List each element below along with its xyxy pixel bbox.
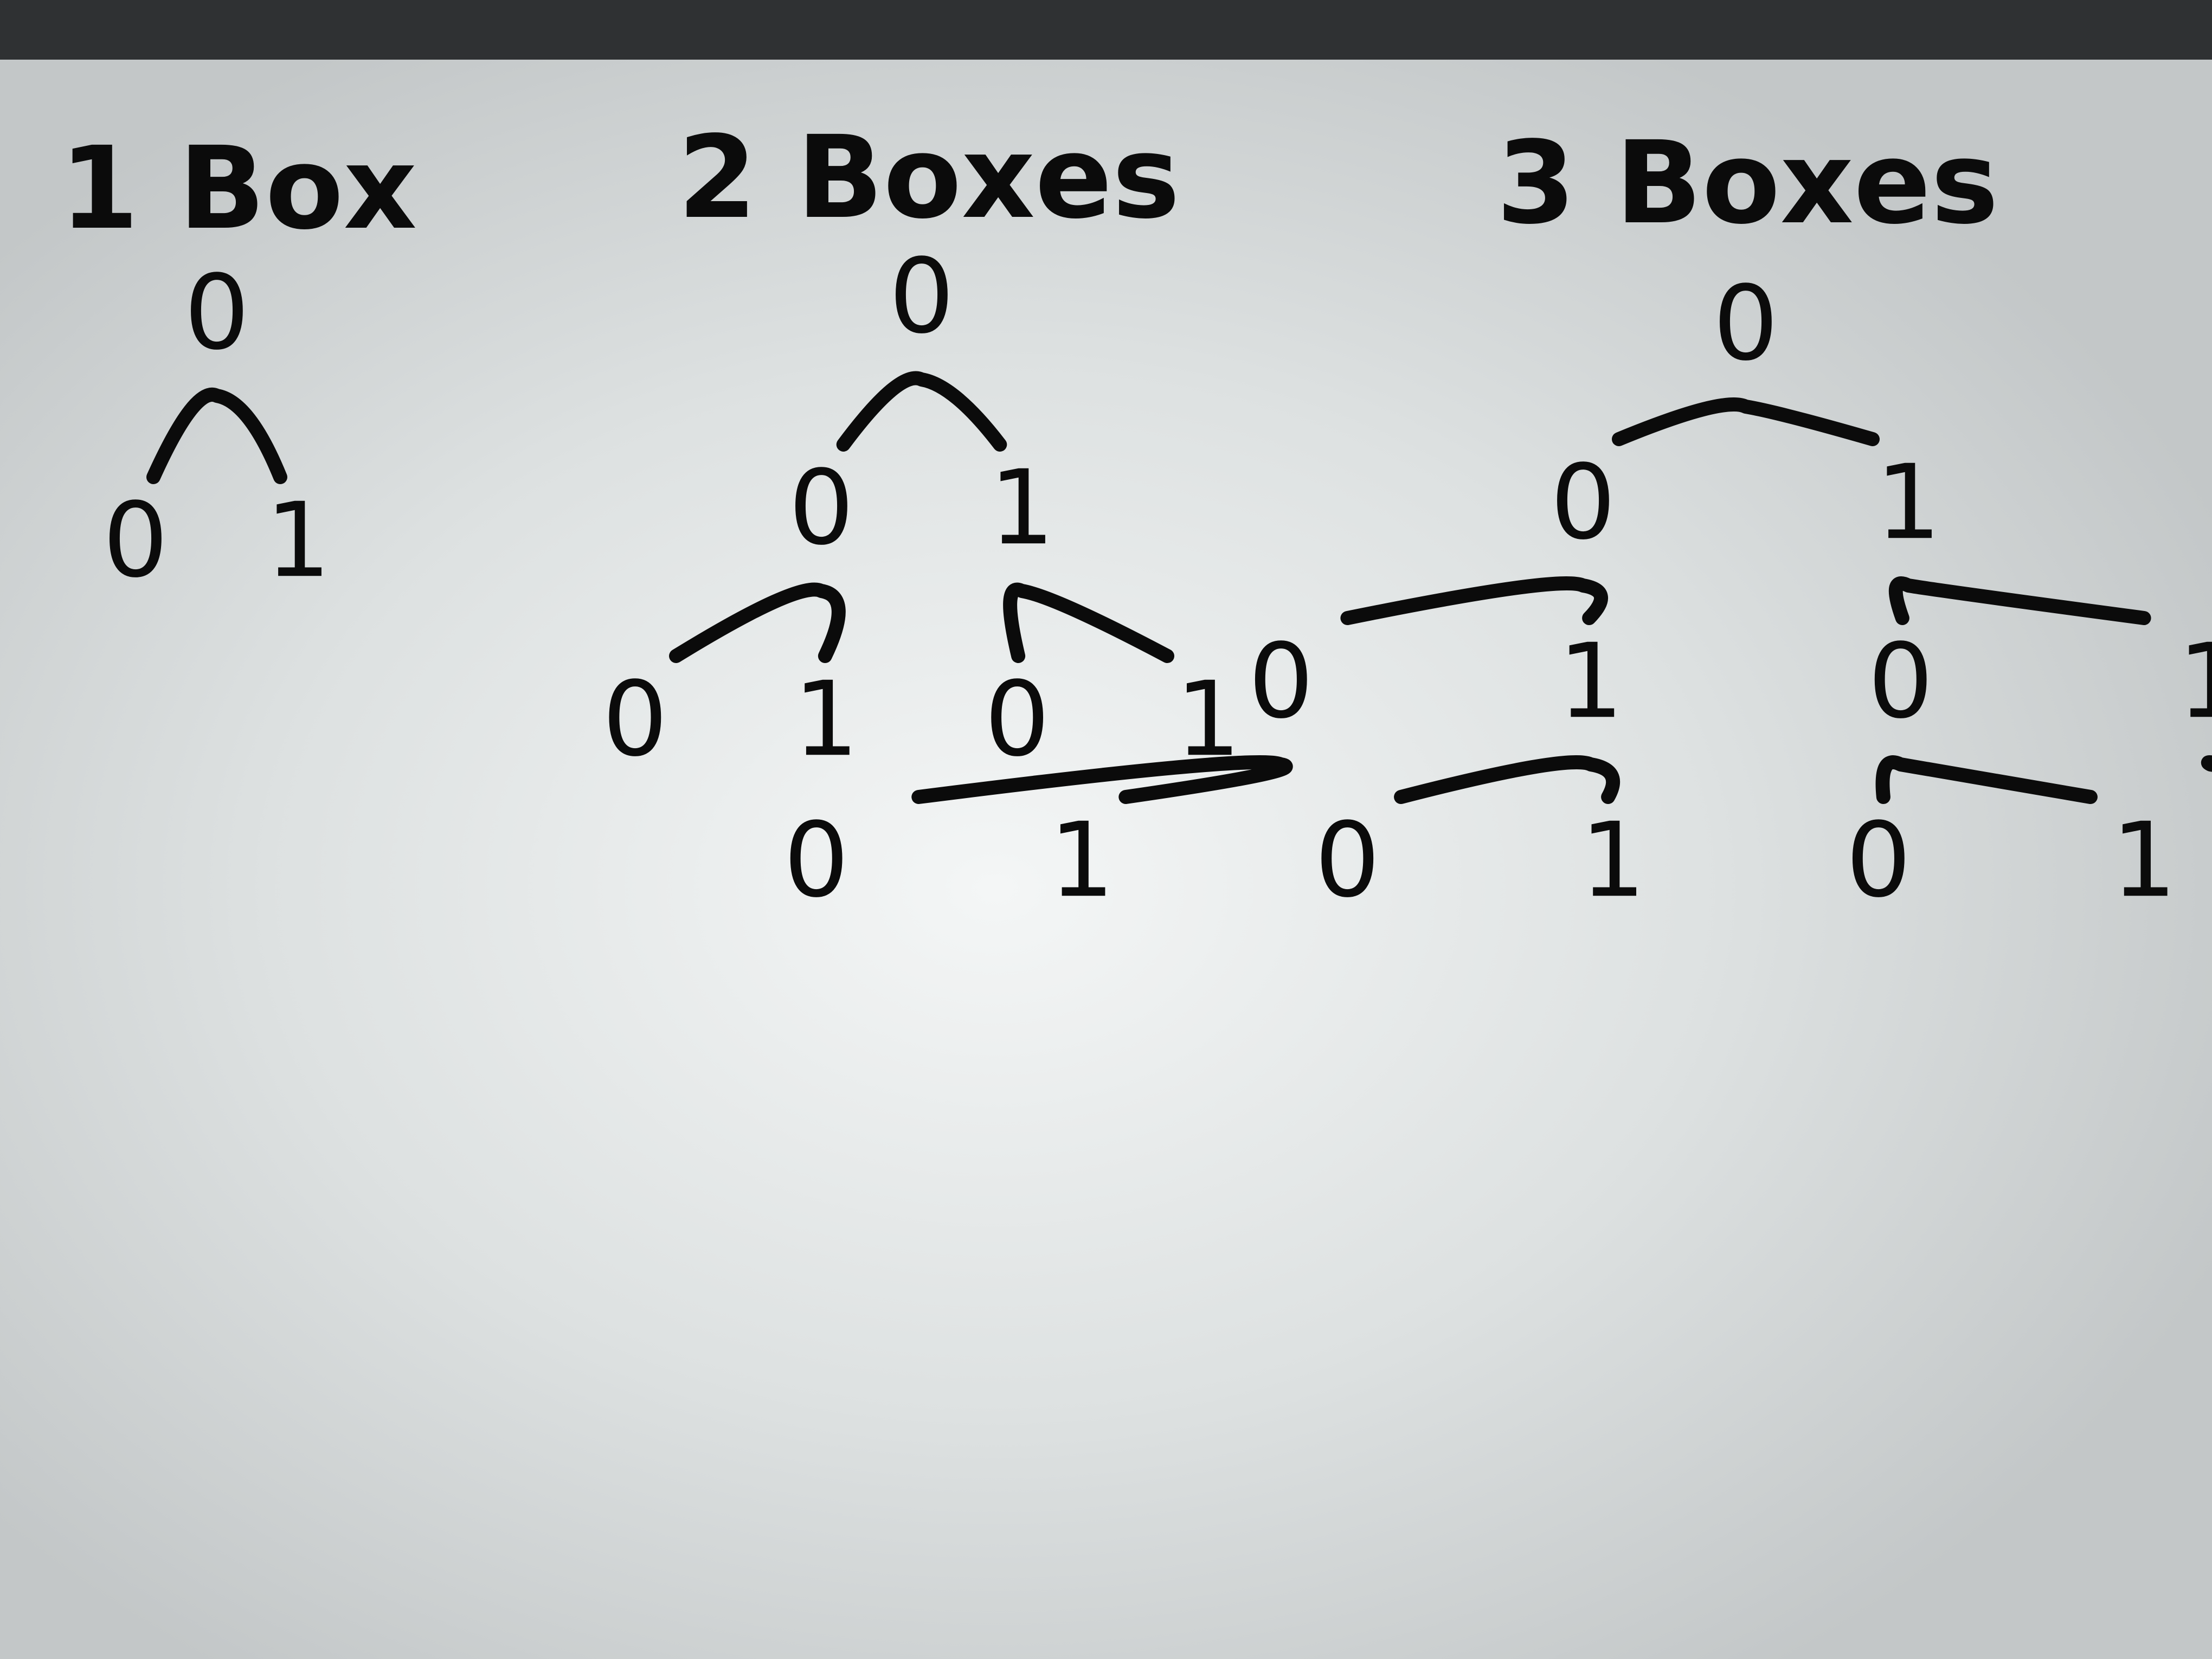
tree-3-node: 1 xyxy=(1580,800,1646,920)
tree-2-node: 1 xyxy=(793,659,859,779)
tree-3-edge xyxy=(1394,755,1620,804)
tree-3-edge xyxy=(911,755,1293,804)
title-3-boxes: 3 Boxes xyxy=(1496,117,1998,249)
tree-nodes: 0010010101001010101010101 xyxy=(103,236,2212,920)
tree-3-node: 0 xyxy=(1551,442,1616,562)
tree-3-node: 0 xyxy=(1248,621,1314,741)
tree-3-edge xyxy=(1612,397,1880,446)
tree-1-node: 0 xyxy=(184,253,250,372)
tree-1-edge xyxy=(146,388,287,484)
tree-2-edge xyxy=(1003,582,1174,663)
tree-2-node: 1 xyxy=(989,448,1055,568)
tree-3-node: 1 xyxy=(2178,621,2212,741)
tree-2-edge xyxy=(669,582,846,663)
tree-3-edge xyxy=(1888,576,2151,625)
board-surface xyxy=(0,54,2212,1659)
title-1-box: 1 Box xyxy=(60,122,417,255)
tree-3-node: 0 xyxy=(783,800,849,920)
tree-3-node: 0 xyxy=(1315,800,1380,920)
tree-3-node: 1 xyxy=(2111,800,2177,920)
tree-2-node: 0 xyxy=(889,236,955,356)
tree-3-node: 0 xyxy=(1713,263,1779,383)
board-top-edge xyxy=(0,0,2212,60)
tree-3-node: 1 xyxy=(1558,621,1624,741)
tree-3-node: 0 xyxy=(1868,621,1933,741)
tree-1-node: 0 xyxy=(103,480,169,600)
tree-2-node: 0 xyxy=(789,448,854,568)
tree-3-node: 1 xyxy=(1049,800,1115,920)
tree-3-node: 1 xyxy=(1876,442,1941,562)
tree-1-node: 1 xyxy=(266,480,331,600)
title-2-boxes: 2 Boxes xyxy=(678,111,1180,244)
tree-2-node: 0 xyxy=(985,659,1050,779)
tree-2-node: 1 xyxy=(1175,659,1241,779)
tree-edges xyxy=(146,371,2212,804)
tree-2-edge xyxy=(836,371,1007,452)
tree-3-edge xyxy=(1340,576,1608,625)
tree-3-edge xyxy=(1875,755,2098,804)
tree-3-node: 0 xyxy=(1846,800,1911,920)
tree-2-node: 0 xyxy=(602,659,668,779)
